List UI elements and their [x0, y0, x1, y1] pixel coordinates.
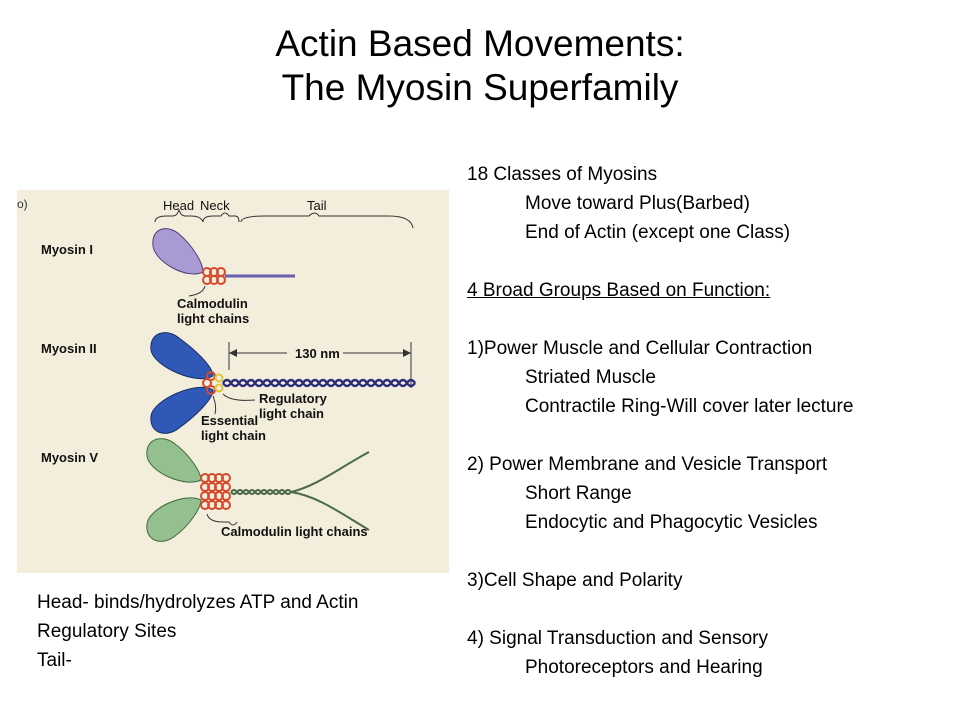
myosin5-molecule	[146, 438, 370, 542]
group2-item-1: Short Range	[525, 483, 632, 504]
myosin-diagram: o) Head Neck Tail Myosin I Calmodulin li…	[17, 190, 449, 573]
caption-head: Head- binds/hydrolyzes ATP and Actin	[37, 592, 359, 613]
length-label: 130 nm	[295, 346, 340, 361]
title-line-2: The Myosin Superfamily	[281, 67, 679, 108]
myosin5-upper-head	[146, 438, 202, 483]
myosin2-tail	[222, 378, 416, 388]
calmodulin-label-line-1: Calmodulin	[177, 296, 248, 311]
myosin5-tail	[230, 451, 370, 531]
essential-label-line-1: Essential	[201, 413, 258, 428]
group3-title: 3)Cell Shape and Polarity	[467, 570, 683, 591]
slide-title: Actin Based Movements: The Myosin Superf…	[0, 22, 960, 110]
myosin2-regulatory-chains	[214, 373, 224, 393]
caption-regulatory: Regulatory Sites	[37, 621, 177, 642]
myosin1-molecule	[152, 228, 295, 285]
classes-heading: 18 Classes of Myosins	[467, 164, 658, 185]
myosin1-light-chains	[202, 267, 226, 285]
caption-tail: Tail-	[37, 650, 72, 671]
group1-title: 1)Power Muscle and Cellular Contraction	[467, 338, 813, 359]
myosin2-lower-head	[150, 386, 214, 434]
group1-item-2: Contractile Ring-Will cover later lectur…	[525, 396, 854, 417]
myosin2-label: Myosin II	[41, 341, 97, 356]
calmodulin5-label: Calmodulin light chains	[221, 524, 368, 539]
groups-heading: 4 Broad Groups Based on Function:	[467, 280, 771, 301]
body-text: 18 Classes of Myosins Move toward Plus(B…	[467, 160, 853, 682]
calmodulin-label-line-2: light chains	[177, 311, 249, 326]
group2-title: 2) Power Membrane and Vesicle Transport	[467, 454, 828, 475]
head-label: Head	[163, 198, 194, 213]
myosin5-label: Myosin V	[41, 450, 98, 465]
group4-item-1: Photoreceptors and Hearing	[525, 657, 763, 678]
essential-label-line-2: light chain	[201, 428, 266, 443]
corner-label: o)	[17, 197, 28, 211]
regulatory-label-line-2: light chain	[259, 406, 324, 421]
myosin2-molecule	[150, 332, 416, 434]
myosin2-upper-head	[150, 332, 214, 380]
myosin5-light-chains	[200, 473, 231, 510]
tail-label: Tail	[307, 198, 327, 213]
classes-line-1: Move toward Plus(Barbed)	[525, 193, 750, 214]
myosin1-head	[152, 228, 204, 275]
group4-title: 4) Signal Transduction and Sensory	[467, 628, 769, 649]
group2-item-2: Endocytic and Phagocytic Vesicles	[525, 512, 818, 533]
classes-line-2: End of Actin (except one Class)	[525, 222, 791, 243]
myosin1-label: Myosin I	[41, 242, 93, 257]
group1-item-1: Striated Muscle	[525, 367, 656, 388]
myosin5-lower-head	[146, 497, 202, 542]
regulatory-label-line-1: Regulatory	[259, 391, 328, 406]
header-brackets	[154, 208, 414, 229]
title-line-1: Actin Based Movements:	[275, 23, 685, 64]
figure-caption: Head- binds/hydrolyzes ATP and Actin Reg…	[37, 588, 358, 675]
neck-label: Neck	[200, 198, 230, 213]
